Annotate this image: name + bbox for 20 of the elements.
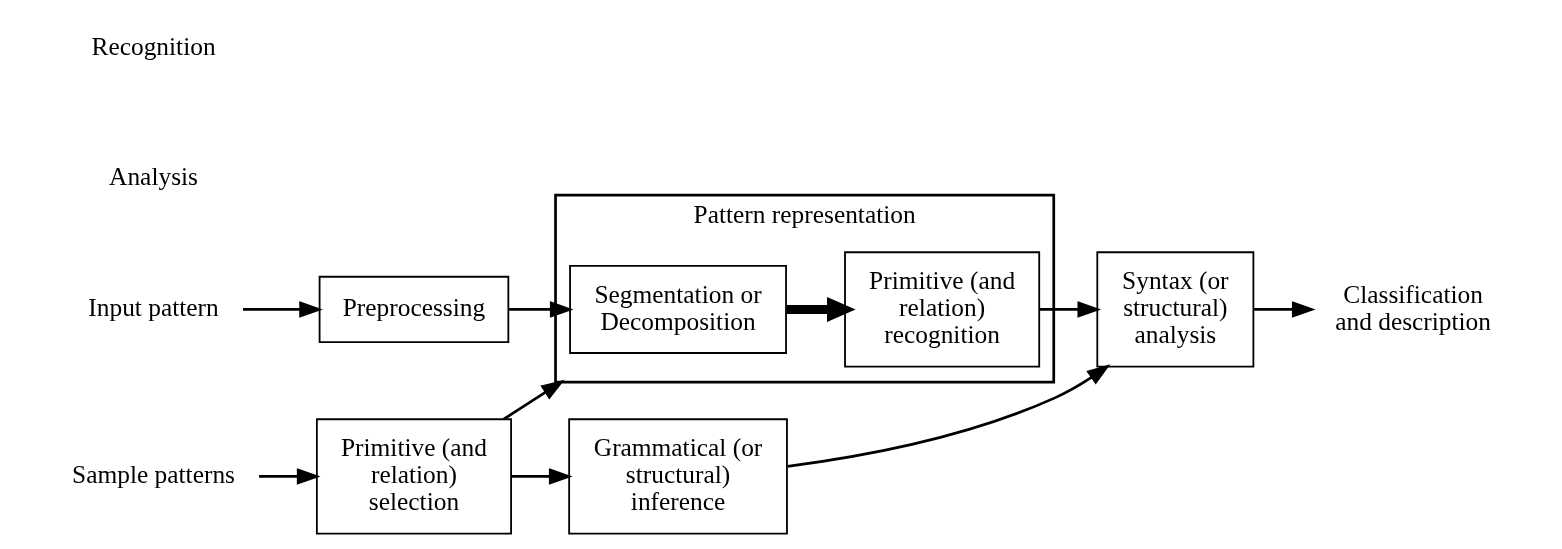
arrow [502, 379, 565, 421]
node-box: Primitive (and relation) selection [315, 418, 512, 535]
arrow [258, 468, 320, 485]
node-box: Primitive (and relation) recognition [843, 251, 1040, 368]
arrow [786, 296, 856, 322]
label: Analysis [108, 162, 198, 191]
arrow [786, 364, 1110, 468]
arrow [1038, 301, 1101, 318]
node-box: Syntax (or structural) analysis [1095, 251, 1254, 368]
node-text: Input pattern [87, 293, 219, 322]
node-box: Segmentation or Decomposition [568, 264, 787, 354]
arrow [508, 301, 574, 318]
arrow [1253, 301, 1316, 318]
node-text: Classification and description [1334, 279, 1491, 335]
label: Recognition [90, 31, 216, 60]
arrow [242, 301, 323, 318]
arrow [510, 468, 573, 485]
node-box: Grammatical (or structural) inference [567, 418, 788, 535]
node-box: Preprocessing [318, 275, 509, 343]
node-text: Sample patterns [71, 460, 235, 489]
